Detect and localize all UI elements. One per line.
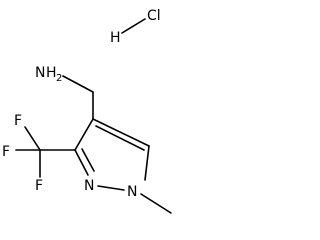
amine-nitrogen-atom: N — [35, 65, 45, 81]
chlorine-atom: Cl — [147, 8, 161, 24]
h-cl-bond — [121, 18, 146, 34]
amine-hydrogen-count: 2 — [56, 73, 62, 84]
ring-n-methyl-atom: N — [127, 184, 137, 200]
c5-n1-bond — [144, 145, 150, 181]
ch2-n-bond — [62, 75, 94, 93]
n2-c3-bond — [74, 149, 89, 176]
n2-c3-inner-bond — [81, 148, 95, 172]
n1-n2-bond — [97, 185, 125, 191]
fluorine-top-atom: F — [14, 113, 22, 129]
fluorine-left-atom: F — [2, 144, 10, 160]
c4-c5-inner-bond — [95, 125, 145, 151]
c3-c4-bond — [74, 118, 94, 151]
n1-methyl-bond — [140, 193, 172, 214]
c4-c5-bond — [92, 118, 150, 147]
c-f-top-bond — [24, 126, 41, 151]
hydrogen-atom: H — [110, 30, 121, 46]
chemical-structure: Cl H N H 2 N N F F F — [2, 8, 172, 214]
fluorine-bottom-atom: F — [35, 178, 43, 194]
ring-n-atom: N — [84, 178, 94, 194]
amine-hydrogen-atom: H — [46, 65, 57, 81]
